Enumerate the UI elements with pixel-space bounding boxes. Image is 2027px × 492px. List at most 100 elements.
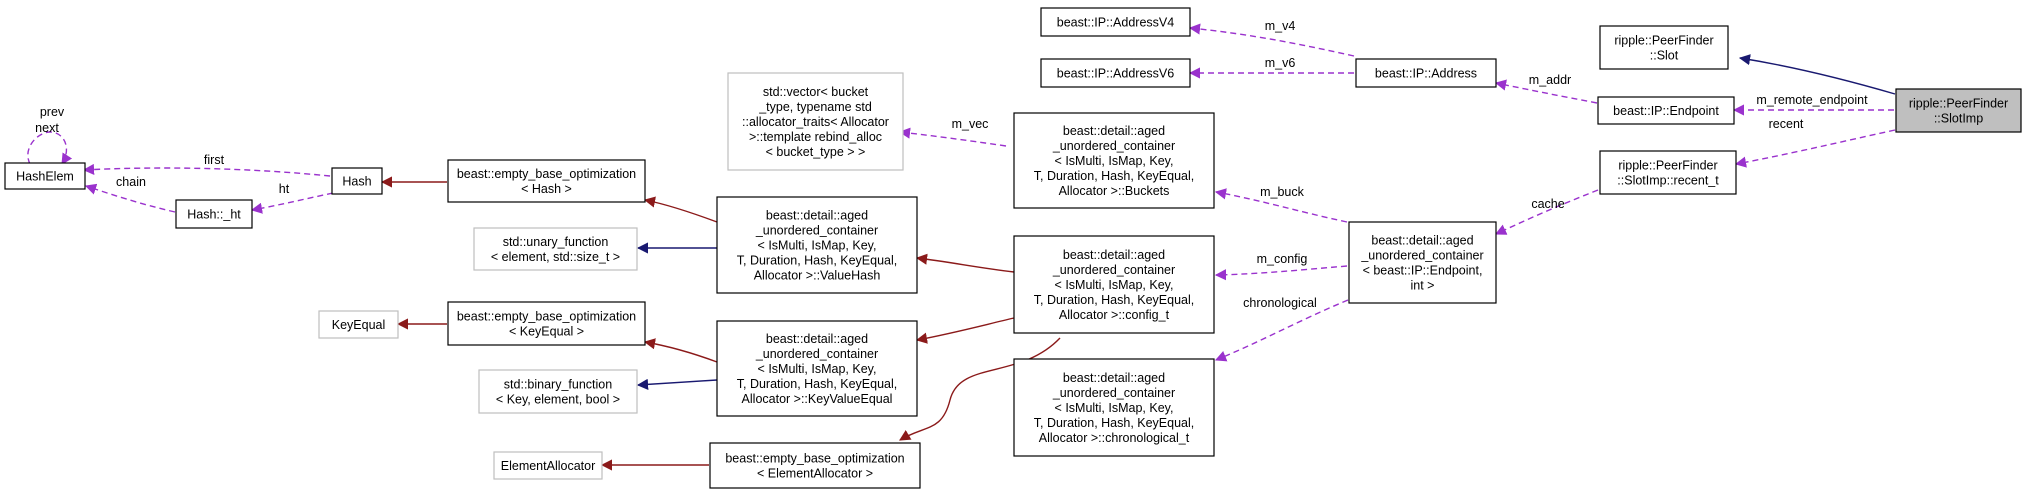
config_t-label-line: T, Duration, Hash, KeyEqual, [1034, 293, 1195, 307]
chronological_t-label-line: beast::detail::aged [1063, 371, 1165, 385]
ebo_hash-label-line: < Hash > [521, 182, 572, 196]
edge-label-recent: recent [1769, 117, 1804, 131]
ebo_keyequal-label-line: beast::empty_base_optimization [457, 310, 636, 324]
config_t-label-line: < IsMulti, IsMap, Key, [1055, 278, 1174, 292]
node-keyequal[interactable]: KeyEqual [318, 310, 399, 339]
edge-m-buck: m_buck [1214, 185, 1348, 223]
edge-keyvalueequal-to-binary [636, 378, 718, 390]
edge-cache: cache [1494, 189, 1599, 235]
node-addressv4[interactable]: beast::IP::AddressV4 [1040, 7, 1191, 37]
unary_function-label-line: std::unary_function [503, 235, 609, 249]
valuehash-label-line: _unordered_container [755, 224, 878, 238]
node-hashelem[interactable]: HashElem [4, 162, 86, 190]
keyvalueequal-box [716, 320, 918, 417]
edge-label-cache: cache [1531, 197, 1564, 211]
config_t-label-line: Allocator >::config_t [1059, 308, 1170, 322]
node-addressv6[interactable]: beast::IP::AddressV6 [1040, 58, 1191, 88]
edge-label-m-remote-endpoint: m_remote_endpoint [1756, 93, 1868, 107]
aged_endpoint-label-line: < beast::IP::Endpoint, [1363, 264, 1483, 278]
unary_function-label-line: < element, std::size_t > [491, 250, 620, 264]
std_vector-label-line: ::allocator_traits< Allocator [742, 115, 889, 129]
edge-label-next: next [35, 121, 59, 135]
node-ebo-keyequal[interactable]: beast::empty_base_optimization< KeyEqual… [447, 301, 646, 346]
edge-slotimp-to-slot [1738, 54, 1896, 95]
edge-ht: ht [250, 182, 334, 214]
chronological_t-label-line: < IsMulti, IsMap, Key, [1055, 401, 1174, 415]
ebo_elementallocator-box [709, 442, 921, 489]
slotimp-label-line: ::SlotImp [1934, 112, 1983, 126]
node-chronological-t[interactable]: beast::detail::aged_unordered_container<… [1013, 358, 1215, 457]
node-slot[interactable]: ripple::PeerFinder::Slot [1599, 25, 1729, 70]
ebo_hash-label-line: beast::empty_base_optimization [457, 167, 636, 181]
edge-config-to-keyvalueequal [915, 317, 1015, 344]
binary_function-label-line: std::binary_function [504, 378, 612, 392]
node-elementallocator[interactable]: ElementAllocator [493, 451, 603, 480]
binary_function-label-line: < Key, element, bool > [496, 393, 620, 407]
recent_t-box [1599, 150, 1737, 195]
aged_endpoint-label-line: _unordered_container [1360, 249, 1483, 263]
buckets-label-line: Allocator >::Buckets [1059, 184, 1170, 198]
config_t-box [1013, 235, 1215, 334]
ebo_hash-box [447, 159, 646, 203]
node-address[interactable]: beast::IP::Address [1355, 58, 1497, 88]
node-std-vector[interactable]: std::vector< bucket_type, typename std::… [727, 72, 904, 171]
buckets-label-line: beast::detail::aged [1063, 124, 1165, 138]
edge-recent: recent [1734, 117, 1896, 168]
std_vector-label-line: < bucket_type > > [766, 145, 866, 159]
buckets-label-line: _unordered_container [1052, 139, 1175, 153]
aged_endpoint-label-line: int > [1411, 279, 1435, 293]
elementallocator-label-line: ElementAllocator [501, 459, 596, 473]
hash-box [331, 167, 383, 195]
node-ebo-hash[interactable]: beast::empty_base_optimization< Hash > [447, 159, 646, 203]
chronological_t-box [1013, 358, 1215, 457]
addressv6-label-line: beast::IP::AddressV6 [1057, 67, 1174, 81]
node-aged-endpoint[interactable]: beast::detail::aged_unordered_container<… [1348, 221, 1497, 304]
edge-m-v6: m_v6 [1188, 56, 1354, 79]
node-hash[interactable]: Hash [331, 167, 383, 195]
keyvalueequal-label-line: _unordered_container [755, 347, 878, 361]
slot-box [1599, 25, 1729, 70]
edge-m-vec: m_vec [898, 117, 1007, 147]
edge-label-chain: chain [116, 175, 146, 189]
config_t-label-line: _unordered_container [1052, 263, 1175, 277]
valuehash-label-line: < IsMulti, IsMap, Key, [758, 239, 877, 253]
node-recent-t[interactable]: ripple::PeerFinder::SlotImp::recent_t [1599, 150, 1737, 195]
ebo_elementallocator-label-line: < ElementAllocator > [757, 467, 873, 481]
node-keyvalueequal[interactable]: beast::detail::aged_unordered_container<… [716, 320, 918, 417]
slotimp-label-line: ripple::PeerFinder [1909, 97, 2008, 111]
address-label-line: beast::IP::Address [1375, 67, 1477, 81]
aged_endpoint-box [1348, 221, 1497, 304]
node-binary-function[interactable]: std::binary_function< Key, element, bool… [478, 369, 638, 414]
node-hash-ht[interactable]: Hash::_ht [175, 199, 253, 229]
valuehash-box [716, 196, 918, 294]
node-slotimp[interactable]: ripple::PeerFinder::SlotImp [1895, 88, 2022, 133]
buckets-label-line: < IsMulti, IsMap, Key, [1055, 154, 1174, 168]
hashelem-label-line: HashElem [16, 170, 74, 184]
addressv6-box [1040, 58, 1191, 88]
edge-label-ht: ht [279, 182, 290, 196]
slot-label-line: ::Slot [1650, 49, 1679, 63]
edge-label-m-addr: m_addr [1529, 73, 1571, 87]
edge-chronological: chronological [1214, 296, 1349, 362]
edge-label-m-v6: m_v6 [1265, 56, 1296, 70]
node-endpoint[interactable]: beast::IP::Endpoint [1597, 96, 1735, 125]
std_vector-label-line: std::vector< bucket [763, 85, 869, 99]
edge-label-prev: prev [40, 105, 65, 119]
slot-label-line: ripple::PeerFinder [1614, 34, 1713, 48]
edge-m-addr: m_addr [1494, 73, 1598, 104]
keyequal-label-line: KeyEqual [332, 318, 386, 332]
buckets-label-line: T, Duration, Hash, KeyEqual, [1034, 169, 1195, 183]
node-config-t[interactable]: beast::detail::aged_unordered_container<… [1013, 235, 1215, 334]
node-unary-function[interactable]: std::unary_function< element, std::size_… [473, 227, 638, 271]
elementallocator-box [493, 451, 603, 480]
edge-config-to-valuehash [915, 253, 1015, 273]
edge-label-first: first [204, 153, 225, 167]
node-ebo-elementallocator[interactable]: beast::empty_base_optimization< ElementA… [709, 442, 921, 489]
std_vector-box [727, 72, 904, 171]
valuehash-label-line: Allocator >::ValueHash [754, 269, 881, 283]
ebo_keyequal-box [447, 301, 646, 346]
hash-label-line: Hash [342, 175, 371, 189]
node-valuehash[interactable]: beast::detail::aged_unordered_container<… [716, 196, 918, 294]
node-buckets[interactable]: beast::detail::aged_unordered_container<… [1013, 112, 1215, 209]
